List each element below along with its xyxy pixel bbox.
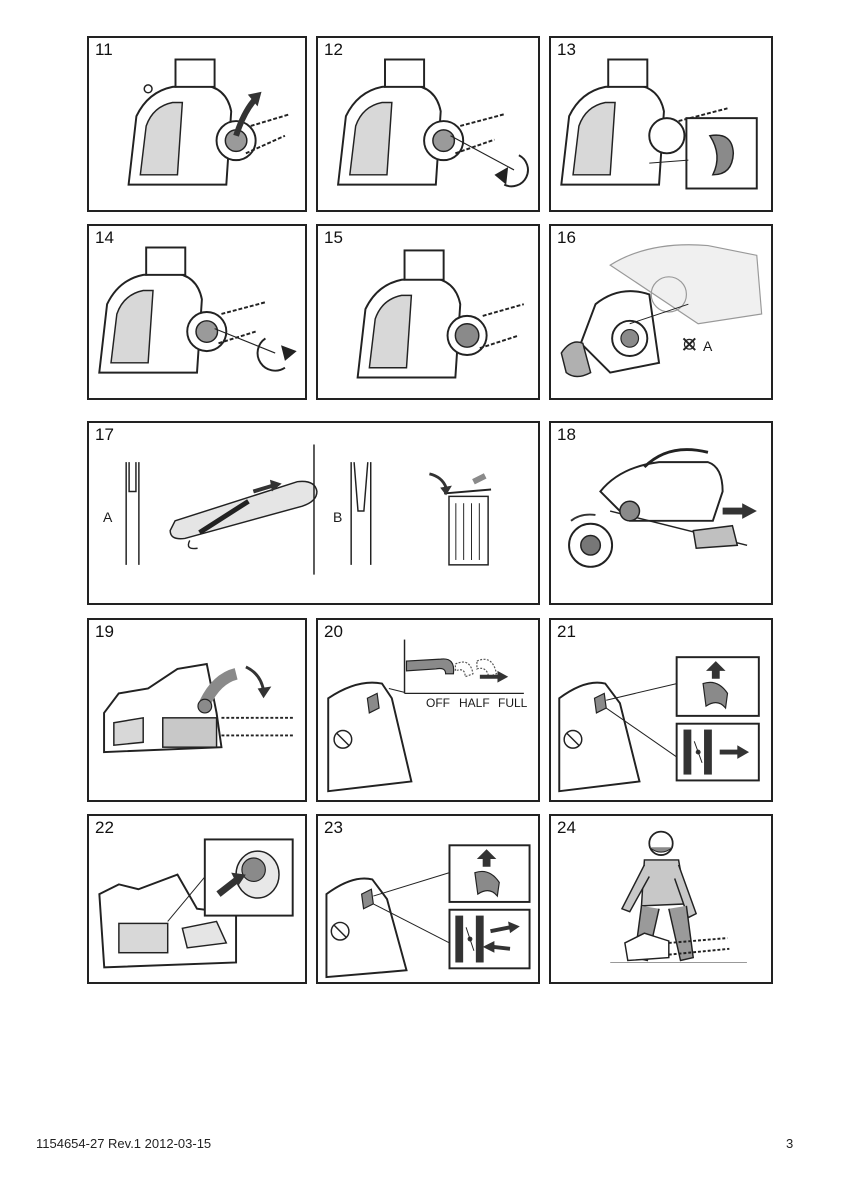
figure-number: 21	[557, 622, 576, 642]
chainsaw-tensioning-screw-illustration	[551, 38, 771, 210]
figure-number: 17	[95, 425, 114, 445]
figure-number: 16	[557, 228, 576, 248]
figure-panel-15: 15	[316, 224, 540, 400]
figure-panel-14: 14	[87, 224, 307, 400]
choke-control-positions-illustration	[318, 620, 538, 800]
figure-panel-19: 19	[87, 618, 307, 802]
figure-panel-17: 17 A B	[87, 421, 540, 605]
figure-number: 20	[324, 622, 343, 642]
chainsaw-clutch-cover-illustration	[89, 38, 305, 210]
figure-number: 24	[557, 818, 576, 838]
figure-number: 14	[95, 228, 114, 248]
figure-panel-18: 18	[549, 421, 773, 605]
chainsaw-bar-nut-tighten-illustration	[89, 226, 305, 398]
figure-panel-21: 21	[549, 618, 773, 802]
operator-starting-chainsaw-illustration	[551, 816, 771, 982]
figure-panel-22: 22	[87, 814, 307, 984]
figure-panel-13: 13	[549, 36, 773, 212]
choke-reset-and-switch-illustration	[318, 816, 538, 982]
figure-panel-12: 12	[316, 36, 540, 212]
groove-label-b: B	[333, 509, 342, 525]
figure-panel-20: 20 OFF HALF FULL	[316, 618, 540, 802]
figure-panel-23: 23	[316, 814, 540, 984]
guide-bar-inspection-illustration	[89, 423, 538, 603]
primer-bulb-illustration	[89, 816, 305, 982]
figure-number: 12	[324, 40, 343, 60]
figure-number: 15	[324, 228, 343, 248]
figure-panel-24: 24	[549, 814, 773, 984]
part-label-a: A	[703, 338, 712, 354]
choke-label-full: FULL	[498, 696, 527, 710]
figure-number: 13	[557, 40, 576, 60]
figure-number: 11	[95, 40, 113, 60]
choke-and-ignition-switch-illustration	[551, 620, 771, 800]
groove-label-a: A	[103, 509, 112, 525]
choke-label-off: OFF	[426, 696, 450, 710]
figure-panel-11: 11	[87, 36, 307, 212]
figure-number: 23	[324, 818, 343, 838]
chainsaw-bar-nut-loosen-illustration	[318, 38, 538, 210]
drive-sprocket-inspection-illustration	[551, 423, 771, 603]
figure-number: 18	[557, 425, 576, 445]
chainsaw-assembled-illustration	[318, 226, 538, 398]
document-reference: 1154654-27 Rev.1 2012-03-15	[36, 1136, 211, 1151]
figure-panel-16: 16 A	[549, 224, 773, 400]
chain-brake-activate-illustration	[89, 620, 305, 800]
chainsaw-cover-removal-illustration	[551, 226, 771, 398]
choke-label-half: HALF	[459, 696, 490, 710]
figure-number: 22	[95, 818, 114, 838]
figure-number: 19	[95, 622, 114, 642]
page-number: 3	[786, 1136, 793, 1151]
